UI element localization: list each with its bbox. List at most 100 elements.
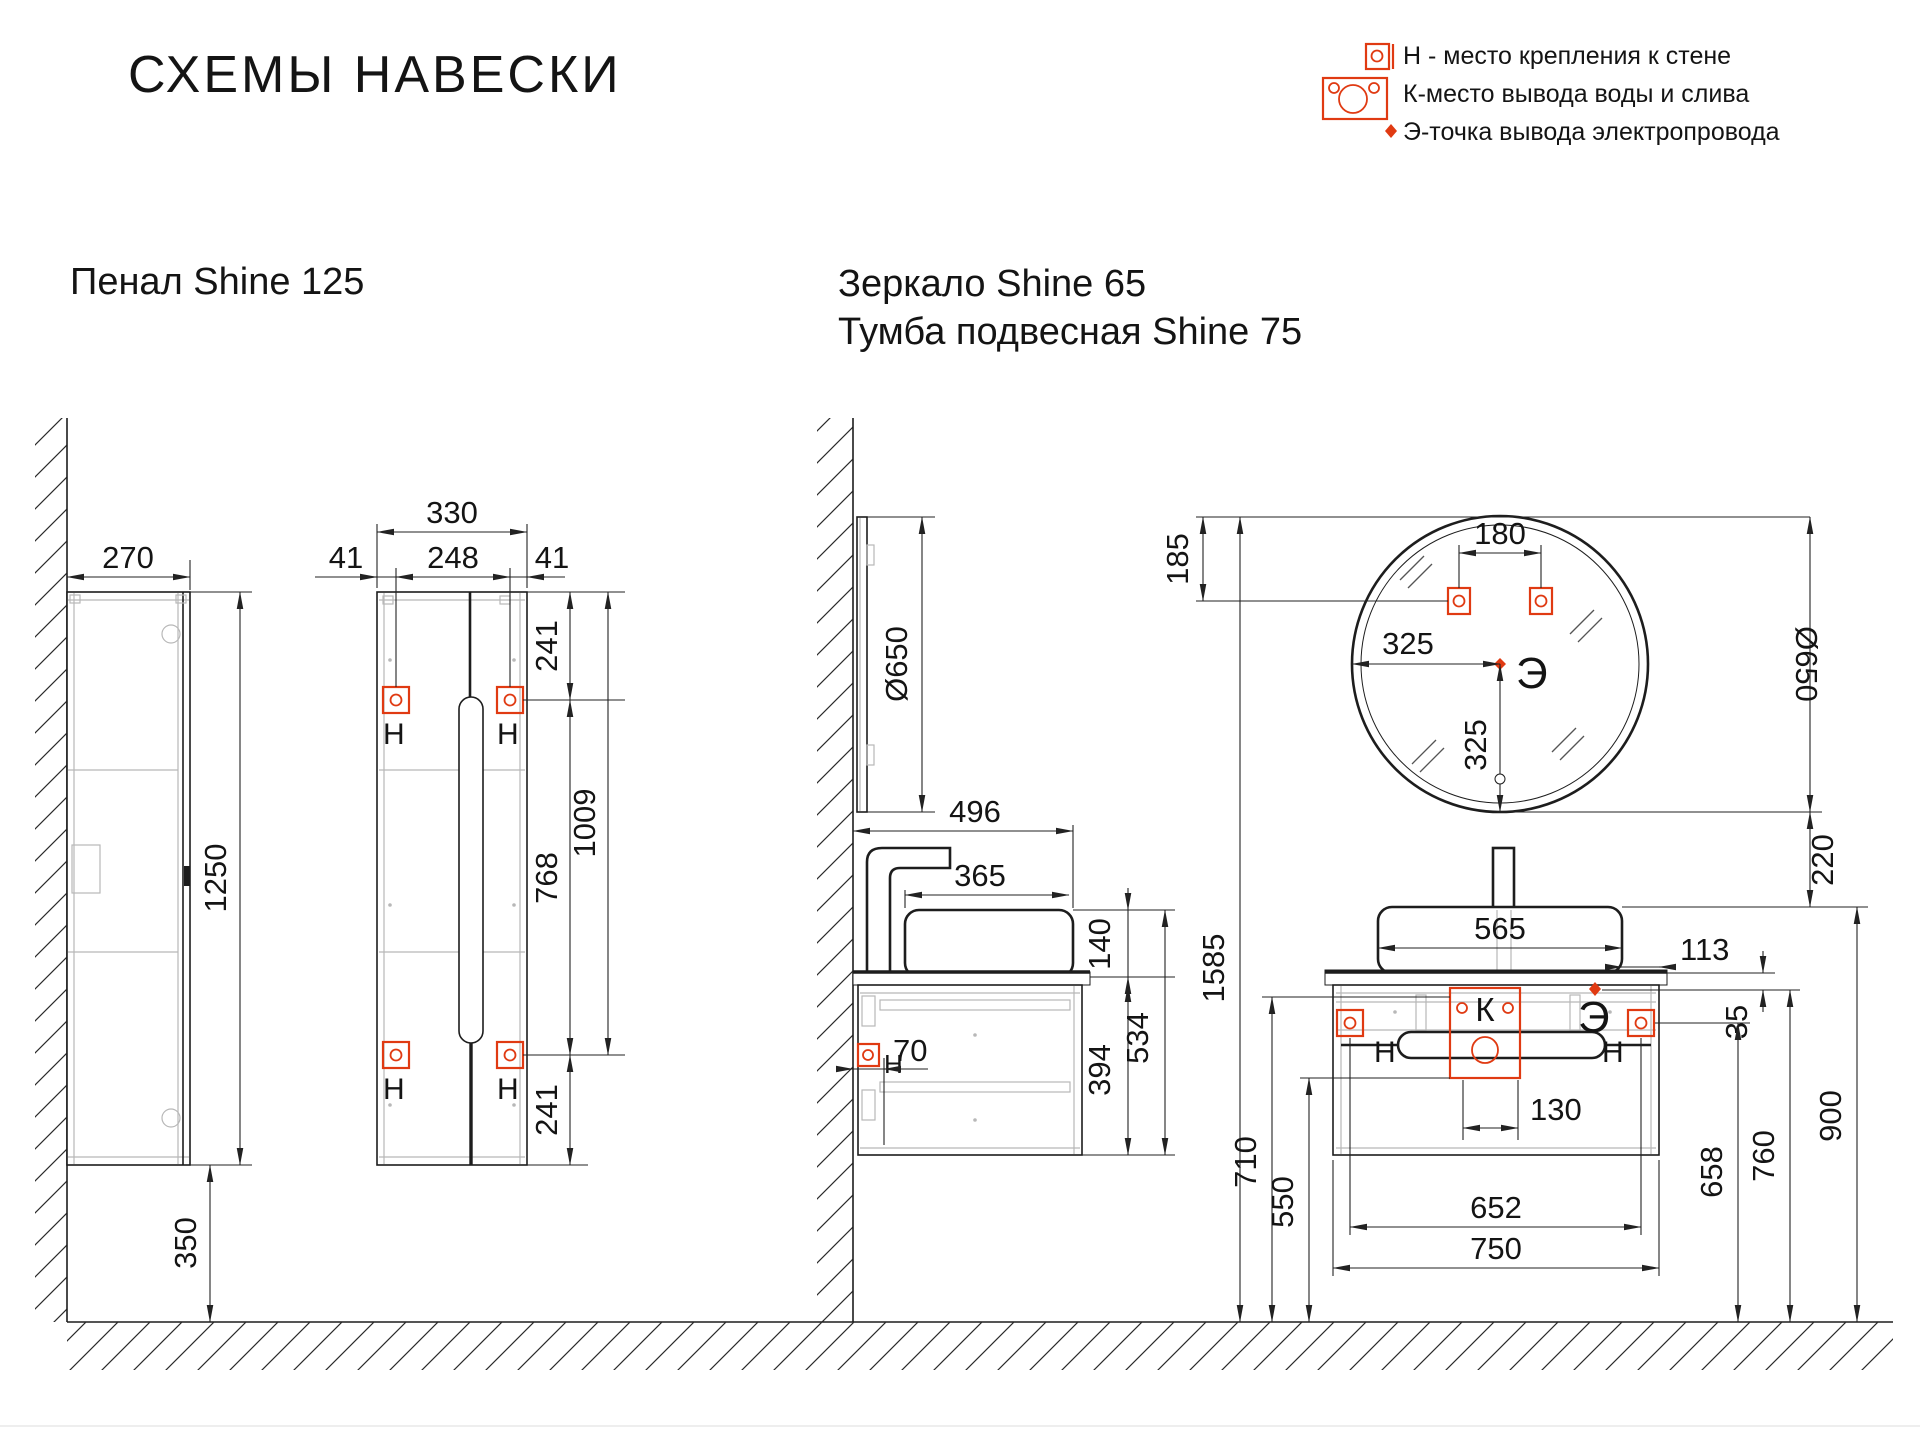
mirror-title: Зеркало Shine 65 — [838, 263, 1146, 305]
dim-mirror-offset: 185 — [1160, 516, 1810, 602]
dim-holes-height: 658 — [1655, 1022, 1750, 1323]
dim-label-220: 220 — [1805, 834, 1840, 886]
legend: Н - место крепления к стене К-место выво… — [1321, 42, 1780, 146]
cabinet-front — [1332, 984, 1660, 1156]
left-wall — [35, 418, 68, 1322]
dim-label-750: 750 — [1470, 1231, 1522, 1266]
page-title: СХЕМЫ НАВЕСКИ — [128, 46, 622, 104]
dim-label-330: 330 — [426, 495, 478, 530]
dim-label-325-v: 325 — [1458, 719, 1493, 771]
dim-drain-height: 550 — [1265, 1077, 1450, 1323]
dim-label-652: 652 — [1470, 1190, 1522, 1225]
mirror-touch-switch — [1494, 773, 1506, 785]
dim-label-1250: 1250 — [198, 844, 233, 913]
electric-letter: Э — [1578, 993, 1610, 1042]
electric-letter: Э — [1516, 649, 1548, 698]
dim-label-394: 394 — [1082, 1044, 1117, 1096]
electric-point-marker — [1589, 982, 1601, 996]
dim-label-dia650-side: Ø650 — [879, 626, 914, 702]
dim-penal-vertical-chain: 241 768 241 1009 — [523, 591, 625, 1166]
dim-label-325-h: 325 — [1382, 626, 1434, 661]
dim-label-70: 70 — [893, 1033, 927, 1068]
mount-marker — [1335, 1008, 1365, 1038]
dim-label-496: 496 — [949, 794, 1001, 829]
dim-label-185: 185 — [1160, 533, 1195, 585]
dim-holes-width: 652 — [1349, 1038, 1642, 1235]
dim-penal-height: 1250 — [190, 591, 252, 1166]
legend-mount-label: Н - место крепления к стене — [1403, 42, 1731, 70]
mount-letter: Н — [497, 718, 519, 751]
mount-letter: Н — [383, 718, 405, 751]
dim-cabinet-body-height: 394 — [1082, 984, 1175, 1156]
mount-letter: Н — [1602, 1036, 1624, 1069]
penal-handle-groove — [458, 696, 484, 1044]
dim-label-365: 365 — [954, 858, 1006, 893]
dim-label-dia650-front: Ø650 — [1789, 626, 1824, 702]
dim-label-658: 658 — [1694, 1146, 1729, 1198]
floor — [67, 1321, 1893, 1370]
dim-label-565: 565 — [1474, 911, 1526, 946]
dim-mirror-holes: 180 — [1458, 516, 1542, 588]
dim-label-760: 760 — [1746, 1130, 1781, 1182]
dim-label-113: 113 — [1680, 932, 1729, 967]
dim-label-180: 180 — [1474, 516, 1526, 551]
mount-marker — [1626, 1008, 1656, 1038]
dim-label-900: 900 — [1813, 1090, 1848, 1142]
penal-front-view: Н Н Н Н — [376, 591, 528, 1166]
faucet-side — [865, 846, 952, 977]
right-wall — [817, 418, 854, 1322]
mirror-side-view — [856, 516, 875, 813]
legend-water-label: К-место вывода воды и слива — [1403, 80, 1749, 108]
dim-label-710: 710 — [1228, 1136, 1263, 1188]
mirror-shine-marks — [1399, 555, 1603, 773]
faucet-front — [1491, 846, 1516, 912]
dim-penal-floor: 350 — [168, 1164, 214, 1323]
dim-mirror-dia-front: Ø650 — [1497, 516, 1824, 813]
dim-back-gap: 70 — [835, 1033, 928, 1145]
penal-handle-side — [184, 866, 190, 886]
counter-side — [852, 970, 1091, 986]
dim-penal-width: 330 — [376, 495, 528, 588]
dim-sink-depth: 365 — [904, 858, 1070, 908]
dim-mirror-cx: 325 — [1351, 626, 1501, 668]
dim-mirror-dia-side: Ø650 — [867, 516, 935, 813]
mount-letter: Н — [1374, 1036, 1396, 1069]
vanity-front-view: Н Н К Э — [1324, 846, 1668, 1156]
mount-letter: Н — [383, 1073, 405, 1106]
dim-label-41-left: 41 — [329, 540, 363, 575]
dim-label-241-bottom: 241 — [529, 1084, 564, 1136]
mount-point-icon — [1364, 42, 1395, 71]
vanity-handle-groove — [1396, 1030, 1607, 1060]
dim-overhang: 113 — [1604, 932, 1729, 971]
dim-penal-depth: 270 — [66, 540, 191, 590]
water-outlet-marker — [1448, 986, 1522, 1080]
dim-label-241-top: 241 — [529, 620, 564, 672]
sink-side — [903, 908, 1075, 979]
dim-label-35: 35 — [1719, 1005, 1754, 1039]
dim-label-41-right: 41 — [535, 540, 569, 575]
dim-label-1585: 1585 — [1196, 934, 1231, 1003]
mount-letter: Н — [497, 1073, 519, 1106]
dim-label-550: 550 — [1265, 1176, 1300, 1228]
dim-k-height: 710 — [1228, 996, 1450, 1323]
legend-electric-label: Э-точка вывода электропровода — [1403, 118, 1780, 146]
electric-point-icon — [1385, 124, 1397, 138]
mount-marker — [856, 1042, 881, 1068]
dim-label-270: 270 — [102, 540, 154, 575]
dim-mirror-cy: 325 — [1458, 663, 1506, 813]
dim-label-140: 140 — [1082, 918, 1117, 970]
dim-mirror-sink-gap: 220 — [1622, 811, 1868, 908]
counter-front — [1324, 969, 1668, 986]
dim-label-768: 768 — [529, 852, 564, 904]
dim-total-height: 1585 — [1196, 516, 1244, 1323]
dim-e-height: 760 — [1746, 989, 1794, 1323]
dim-penal-hole-spacing: 41 248 41 — [315, 540, 569, 687]
water-outlet-icon — [1321, 76, 1389, 121]
penal-title: Пенал Shine 125 — [70, 261, 364, 303]
vanity-title: Тумба подвесная Shine 75 — [838, 311, 1302, 353]
dim-sink-width: 565 — [1377, 911, 1623, 952]
dim-label-248: 248 — [427, 540, 479, 575]
dim-vanity-side-depth: 496 — [852, 794, 1074, 908]
